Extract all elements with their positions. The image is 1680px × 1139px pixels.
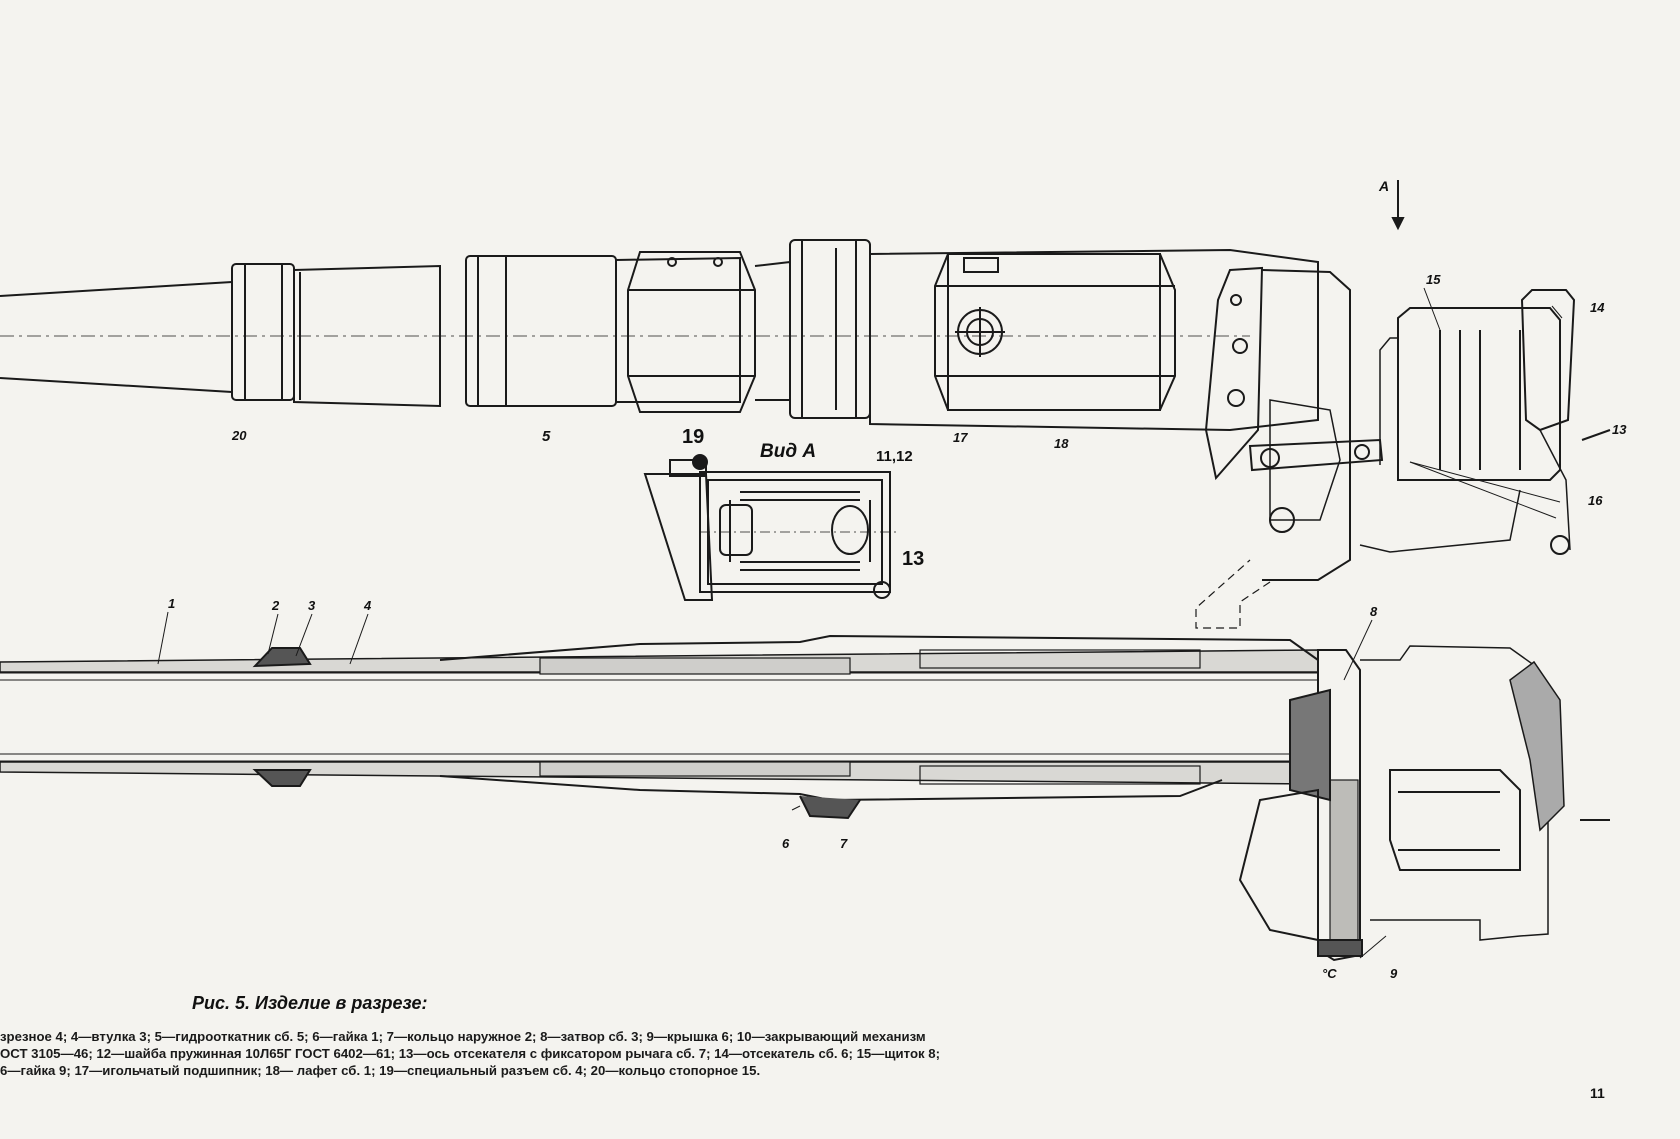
barrel-top-edge: [0, 281, 233, 297]
recoil-cylinder-5: [465, 255, 617, 407]
view-a: [643, 454, 900, 601]
cover-9: [1317, 939, 1363, 957]
callout-20: 20: [232, 428, 247, 443]
callout-16: 16: [1588, 493, 1603, 508]
section-view: [0, 634, 1610, 962]
leaders: [157, 287, 1563, 959]
spring-chamber: [919, 649, 1201, 669]
callout-c: °С: [1322, 966, 1337, 981]
frame-grip: [1389, 769, 1521, 871]
callout-5: 5: [542, 428, 551, 445]
callout-17: 17: [953, 430, 968, 445]
section-mark-a: А: [1379, 178, 1390, 194]
recoil-chamber: [539, 657, 851, 675]
stop-ring-20: [231, 263, 295, 401]
exterior-view: [0, 180, 1611, 629]
barrel-bottom-edge: [0, 377, 233, 393]
sleeve: [293, 264, 441, 408]
shield-15: [1397, 307, 1561, 481]
callout-9: 9: [1390, 966, 1398, 981]
legend-line-2: ОСТ 3105—46; 12—шайба пружинная 10Л65Г Г…: [0, 1046, 940, 1061]
callout-2: 2: [272, 598, 280, 613]
callout-13-view: 13: [902, 548, 925, 570]
page-number: 11: [1590, 1085, 1605, 1101]
callout-19: 19: [682, 426, 705, 448]
callout-18: 18: [1054, 436, 1069, 451]
callout-15: 15: [1426, 272, 1441, 287]
hex-block: [627, 251, 756, 413]
leader-16a: [1409, 461, 1561, 503]
callout-8: 8: [1370, 604, 1378, 619]
legend: зрезное 4; 4—втулка 3; 5—гидрооткатник с…: [0, 1028, 1260, 1079]
figure-caption: Рис. 5. Изделие в разрезе:: [192, 993, 428, 1013]
callout-6: 6: [782, 836, 790, 851]
callout-14: 14: [1590, 300, 1605, 315]
cutter-14: [1520, 289, 1576, 432]
jacket: [439, 634, 1319, 661]
callout-13: 13: [1612, 422, 1627, 437]
callout-7: 7: [840, 836, 848, 851]
legend-line-3: 6—гайка 9; 17—игольчатый подшипник; 18— …: [0, 1063, 761, 1078]
legend-line-1: зрезное 4; 4—втулка 3; 5—гидрооткатник с…: [0, 1029, 926, 1044]
view-a-title: Вид А: [760, 441, 817, 462]
lever-plate: [1204, 266, 1264, 481]
callout-1: 1: [168, 596, 176, 611]
swing-path: [1195, 559, 1271, 629]
callout-11-12: 11,12: [876, 448, 913, 465]
breech-housing: [1238, 788, 1319, 942]
callout-3: 3: [308, 598, 316, 613]
carriage-18: [869, 248, 1319, 432]
cutter-lever: [1248, 438, 1384, 472]
callout-4: 4: [364, 598, 372, 613]
